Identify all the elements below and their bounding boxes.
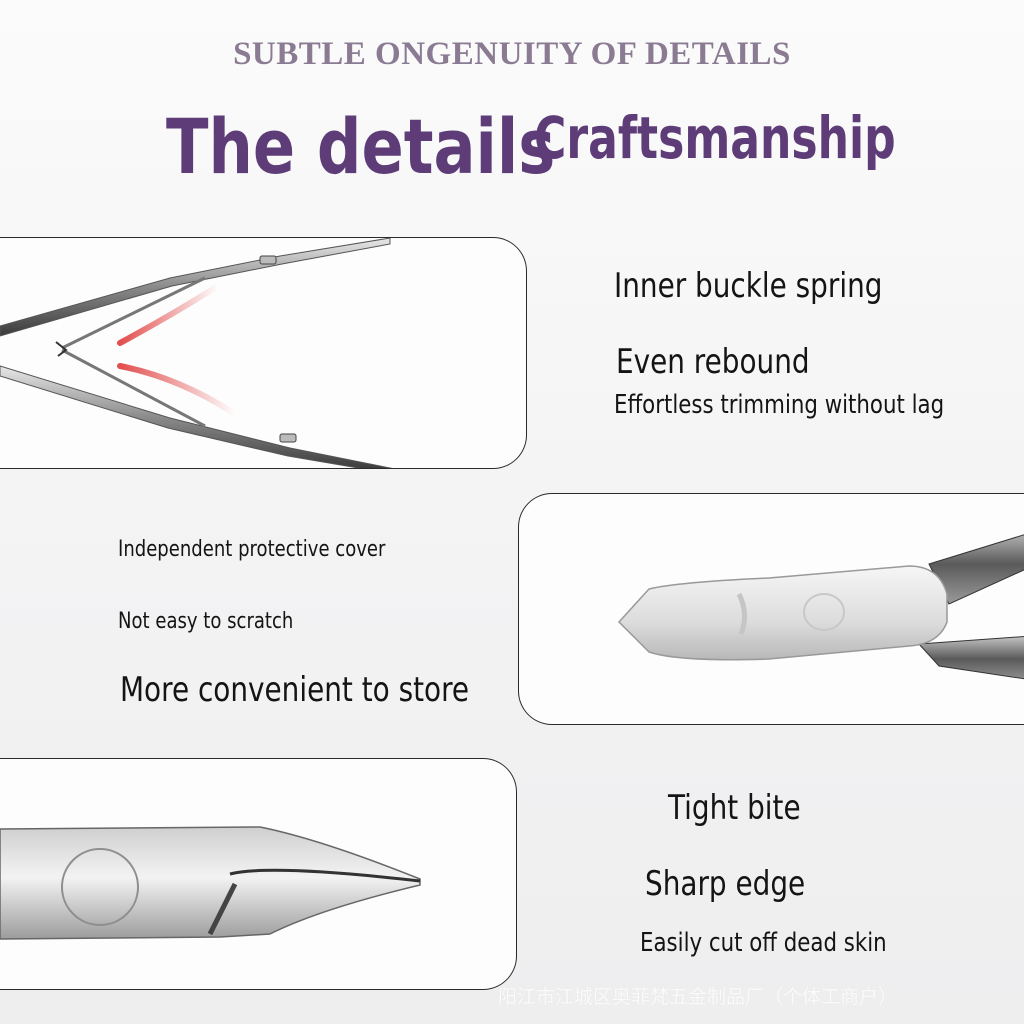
caption-easily-cut-dead-skin: Easily cut off dead skin: [640, 928, 887, 958]
blade-closeup-image: [0, 758, 517, 990]
header-subtitle: SUBTLE ONGENUITY OF DETAILS: [233, 36, 791, 72]
caption-convenient-to-store: More convenient to store: [120, 670, 470, 710]
header-title-sub: Craftsmanship: [534, 104, 896, 172]
header-title-main: The details: [166, 102, 556, 191]
caption-protective-cover: Independent protective cover: [118, 537, 386, 562]
caption-sharp-edge: Sharp edge: [645, 864, 806, 904]
caption-tight-bite: Tight bite: [668, 788, 801, 828]
caption-even-rebound: Even rebound: [616, 342, 810, 382]
caption-inner-buckle-spring: Inner buckle spring: [614, 266, 883, 306]
watermark-text: 阳江市江城区奥菲梵五金制品厂（个体工商户）: [498, 986, 898, 1008]
protective-cover-image: [518, 493, 1024, 725]
spring-closeup-image: [0, 237, 527, 469]
caption-effortless-trimming: Effortless trimming without lag: [614, 390, 945, 420]
caption-not-easy-to-scratch: Not easy to scratch: [118, 609, 294, 634]
